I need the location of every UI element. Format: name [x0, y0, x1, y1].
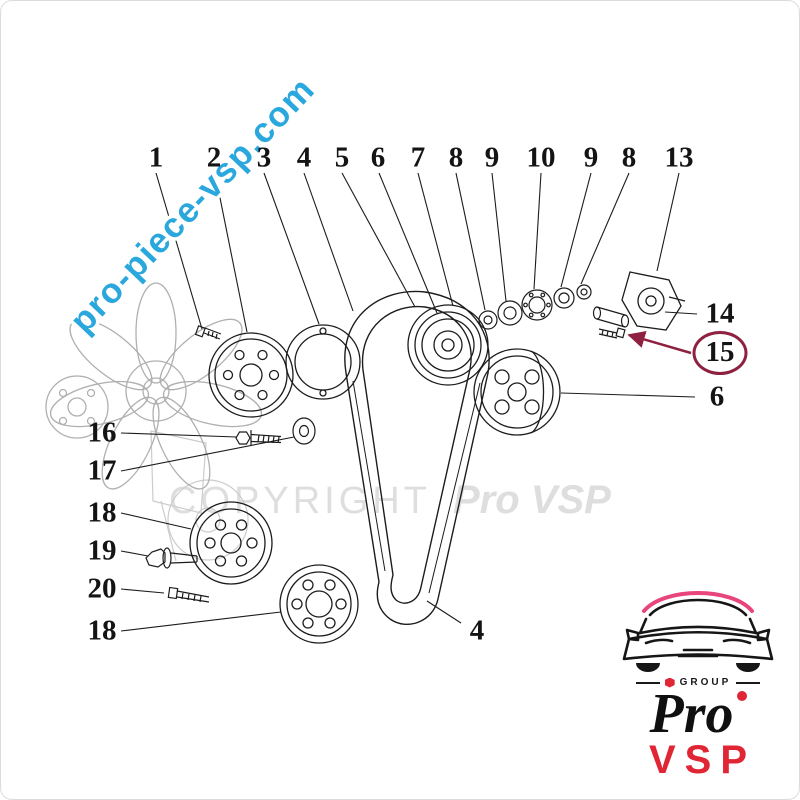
logo-group-row: GROUP	[635, 677, 761, 688]
hex-nut-icon	[664, 677, 675, 688]
belt-part-4	[344, 290, 490, 625]
rule-left	[635, 681, 660, 684]
car-front-icon	[622, 591, 774, 672]
callout-top-9: 9	[484, 141, 500, 174]
logo-pro-row: Pro	[650, 686, 747, 742]
copyright-watermark-word: COPYRIGHT	[169, 480, 431, 522]
callout-top-3: 3	[256, 141, 272, 174]
callout-bottom-4: 4	[469, 614, 485, 647]
logo-group-label: GROUP	[679, 677, 732, 688]
callout-right-14: 14	[705, 297, 735, 330]
fan-assembly	[45, 282, 263, 490]
callout-top-8b: 8	[621, 141, 637, 174]
rule-right	[736, 681, 761, 684]
pulley-parts-5-7	[407, 304, 489, 386]
callout-left-16: 16	[87, 416, 117, 449]
pulley-part-2	[208, 332, 294, 418]
logo-vsp-text: VSP	[648, 738, 757, 782]
pulley-part-18-upper	[189, 501, 273, 585]
site-watermark: pro-piece-vsp.com	[63, 69, 323, 340]
bolt-part-19	[145, 547, 198, 569]
bolt-part-1	[194, 325, 222, 340]
callout-top-13: 13	[664, 141, 694, 174]
logo-red-dot-icon	[736, 691, 747, 701]
callout-left-18b: 18	[87, 614, 117, 647]
callout-top-9b: 9	[583, 141, 599, 174]
leader-lines	[120, 172, 698, 632]
copyright-watermark-brand: Pro VSP	[453, 478, 611, 522]
callout-top-1: 1	[148, 141, 164, 174]
water-pump-13	[621, 271, 686, 331]
bolt-part-20	[167, 586, 210, 603]
callout-left-19: 19	[87, 534, 117, 567]
callout-top-7: 7	[410, 141, 426, 174]
callout-top-5: 5	[334, 141, 350, 174]
callout-left-18: 18	[87, 496, 117, 529]
callout-top-10: 10	[526, 141, 556, 174]
washers-bearings-8-9-10	[478, 284, 592, 330]
washer-part-17	[292, 417, 316, 445]
pulley-part-6	[473, 348, 561, 436]
callout-top-2: 2	[206, 141, 222, 174]
logo-pro-text: Pro	[649, 683, 734, 745]
callout-top-4: 4	[296, 141, 312, 174]
highlight-leader-15	[627, 330, 692, 355]
callout-right-15-highlighted: 15	[692, 331, 748, 375]
callout-top-6: 6	[370, 141, 386, 174]
callout-right-6: 6	[709, 380, 725, 413]
callout-left-17: 17	[87, 454, 117, 487]
callout-top-8: 8	[448, 141, 464, 174]
hub-part-18-lower	[279, 564, 359, 644]
plate-part-3	[285, 324, 361, 400]
provsp-logo: GROUP Pro VSP	[607, 579, 789, 780]
callout-left-20: 20	[87, 572, 117, 605]
shaft-and-bolt-15	[592, 306, 630, 339]
